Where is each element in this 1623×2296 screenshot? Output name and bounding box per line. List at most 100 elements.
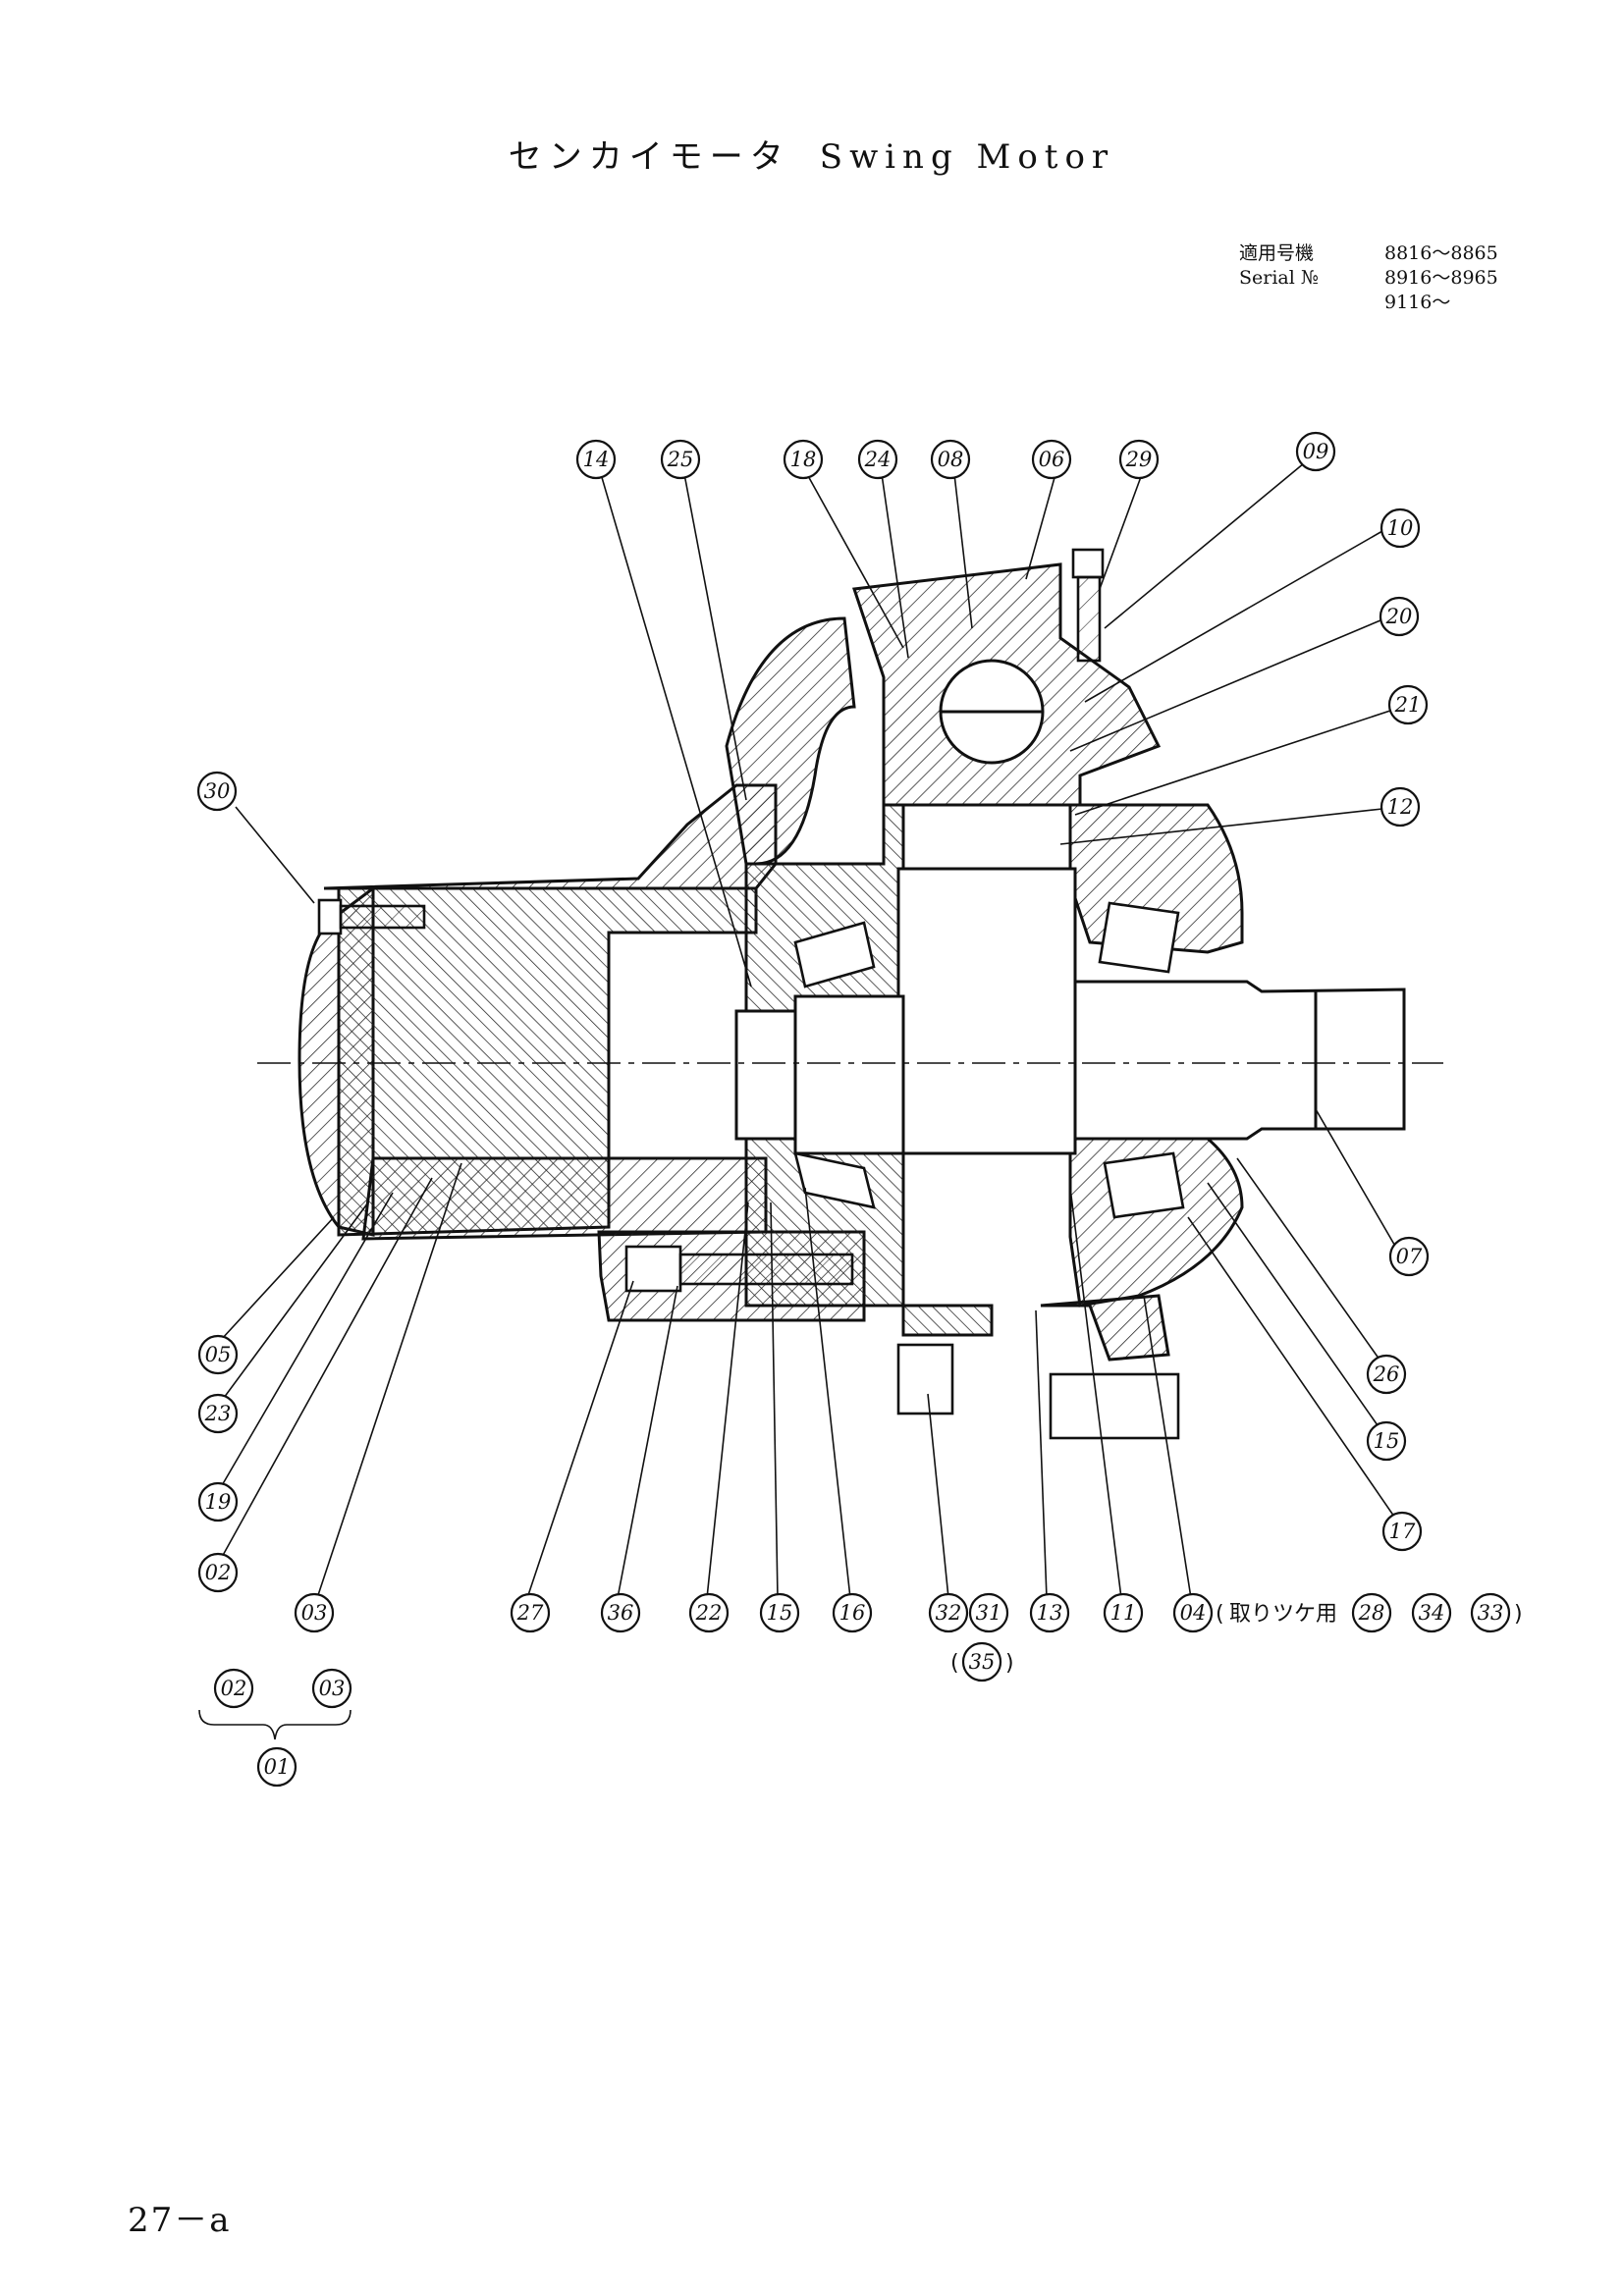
svg-text:21: 21 xyxy=(1394,693,1422,717)
svg-text:02: 02 xyxy=(221,1677,247,1700)
brake-ball-drawing xyxy=(939,659,1045,765)
svg-text:33: 33 xyxy=(1478,1601,1504,1625)
callout-04: 04 xyxy=(1172,1592,1214,1633)
serial-value-1: 8816～8865 xyxy=(1384,242,1498,264)
svg-text:17: 17 xyxy=(1389,1520,1416,1543)
svg-text:(: ( xyxy=(1216,1602,1224,1627)
callout-13: 13 xyxy=(1029,1592,1070,1633)
svg-text:30: 30 xyxy=(204,779,231,803)
callout-21: 21 xyxy=(1387,684,1429,725)
svg-text:32: 32 xyxy=(936,1601,962,1625)
callout-assembly-01: 01 xyxy=(256,1746,298,1788)
callout-10: 10 xyxy=(1380,507,1421,549)
svg-text:(: ( xyxy=(950,1651,959,1676)
svg-text:22: 22 xyxy=(695,1601,723,1625)
svg-text:20: 20 xyxy=(1385,605,1413,628)
svg-text:13: 13 xyxy=(1037,1601,1063,1625)
mounting-note-close: ) xyxy=(1514,1602,1523,1627)
svg-text:15: 15 xyxy=(767,1601,793,1625)
svg-text:07: 07 xyxy=(1396,1245,1423,1268)
svg-text:03: 03 xyxy=(301,1601,328,1625)
svg-text:23: 23 xyxy=(204,1402,232,1425)
callout-31: 31 xyxy=(968,1592,1009,1633)
svg-text:02: 02 xyxy=(205,1561,232,1584)
callout-20: 20 xyxy=(1379,596,1420,637)
tapered-bearings-drawing xyxy=(793,901,1185,1219)
leader-lines xyxy=(220,462,1401,1599)
callout-34: 34 xyxy=(1411,1592,1452,1633)
svg-text:15: 15 xyxy=(1374,1429,1400,1453)
callout-09: 09 xyxy=(1295,431,1336,472)
serial-row-2: Serial № 8916～8965 xyxy=(1239,266,1498,291)
svg-text:24: 24 xyxy=(864,448,892,471)
serial-row-3: 9116～ xyxy=(1239,291,1498,315)
svg-text:): ) xyxy=(1514,1602,1523,1627)
drive-coupling-drawing xyxy=(734,994,905,1155)
output-shaft-drawing xyxy=(896,867,1406,1155)
callout-14: 14 xyxy=(575,439,617,480)
serial-info: 適用号機 8816～8865 Serial № 8916～8965 9116～ xyxy=(1239,241,1498,315)
callout-33: 33 xyxy=(1470,1592,1511,1633)
svg-text:03: 03 xyxy=(319,1677,346,1700)
callout-16: 16 xyxy=(832,1592,873,1633)
svg-text:18: 18 xyxy=(790,448,817,471)
callout-26: 26 xyxy=(1366,1354,1407,1395)
callout-30: 30 xyxy=(196,771,238,812)
svg-text:取りツケ用: 取りツケ用 xyxy=(1229,1602,1337,1627)
svg-text:11: 11 xyxy=(1110,1601,1137,1625)
callout-36: 36 xyxy=(600,1592,641,1633)
callout-06: 06 xyxy=(1031,439,1072,480)
svg-text:36: 36 xyxy=(608,1601,634,1625)
callout-29: 29 xyxy=(1118,439,1160,480)
svg-text:): ) xyxy=(1005,1651,1014,1676)
svg-text:25: 25 xyxy=(667,448,694,471)
svg-text:19: 19 xyxy=(205,1490,232,1514)
callout-08: 08 xyxy=(930,439,971,480)
callout-19: 19 xyxy=(197,1481,239,1522)
svg-text:12: 12 xyxy=(1387,795,1414,819)
svg-text:31: 31 xyxy=(976,1601,1002,1625)
title-english: Swing Motor xyxy=(819,137,1115,177)
callout-15-bottom: 15 xyxy=(759,1592,800,1633)
callout-32: 32 xyxy=(928,1592,969,1633)
svg-text:29: 29 xyxy=(1125,448,1153,471)
motor-housing-drawing xyxy=(298,562,1244,1362)
callout-25: 25 xyxy=(660,439,701,480)
callout-02: 02 xyxy=(197,1552,239,1593)
svg-text:28: 28 xyxy=(1358,1601,1385,1625)
svg-text:04: 04 xyxy=(1180,1601,1207,1625)
callout-05: 05 xyxy=(197,1334,239,1375)
svg-text:06: 06 xyxy=(1039,448,1065,471)
serial-row-1: 適用号機 8816～8865 xyxy=(1239,241,1498,266)
callout-17: 17 xyxy=(1381,1511,1423,1552)
svg-text:35: 35 xyxy=(969,1650,996,1674)
callout-07: 07 xyxy=(1388,1236,1430,1277)
assembly-brace xyxy=(198,1709,352,1740)
callout-15-right: 15 xyxy=(1366,1420,1407,1462)
callout-18: 18 xyxy=(783,439,824,480)
mounting-note: ( 取りツケ用 xyxy=(1216,1602,1337,1627)
page-number: 27－a xyxy=(128,2201,232,2240)
callout-23: 23 xyxy=(197,1393,239,1434)
svg-text:10: 10 xyxy=(1387,516,1414,540)
svg-text:34: 34 xyxy=(1419,1601,1445,1625)
callout-22: 22 xyxy=(688,1592,730,1633)
callout-35-parens: ( ) xyxy=(950,1651,1014,1676)
svg-text:08: 08 xyxy=(938,448,964,471)
svg-text:26: 26 xyxy=(1373,1362,1400,1386)
svg-text:09: 09 xyxy=(1303,440,1329,463)
callout-assembly-02: 02 xyxy=(213,1668,254,1709)
serial-label-en: Serial № xyxy=(1239,267,1319,289)
page-title: センカイモータ Swing Motor xyxy=(0,130,1623,178)
serial-value-3: 9116～ xyxy=(1384,292,1451,313)
title-kana: センカイモータ xyxy=(508,137,790,177)
callout-03: 03 xyxy=(294,1592,335,1633)
svg-text:16: 16 xyxy=(839,1601,866,1625)
svg-text:14: 14 xyxy=(583,448,610,471)
callout-27: 27 xyxy=(510,1592,551,1633)
svg-text:05: 05 xyxy=(205,1343,232,1366)
svg-text:27: 27 xyxy=(516,1601,544,1625)
callout-11: 11 xyxy=(1103,1592,1144,1633)
serial-label-jp: 適用号機 xyxy=(1239,242,1315,264)
